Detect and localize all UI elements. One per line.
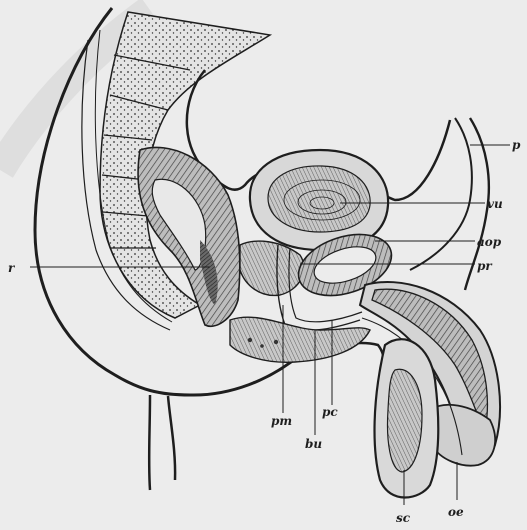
- label-bu: bu: [305, 437, 322, 451]
- anterior-abdominal-wall: [410, 118, 472, 270]
- label-oe: oe: [448, 505, 464, 519]
- label-vu: vu: [487, 197, 503, 211]
- prostate: [240, 241, 304, 295]
- label-pc: pc: [322, 405, 338, 419]
- label-sc: sc: [396, 511, 411, 525]
- label-pm: pm: [271, 414, 292, 428]
- thigh-back-contour: [149, 395, 150, 490]
- bladder-lumen: [268, 166, 370, 232]
- label-pr: pr: [477, 259, 493, 273]
- label-r: r: [8, 261, 16, 275]
- label-p: p: [512, 138, 521, 152]
- label-aop: aop: [477, 235, 502, 249]
- thigh-front-contour: [168, 396, 175, 480]
